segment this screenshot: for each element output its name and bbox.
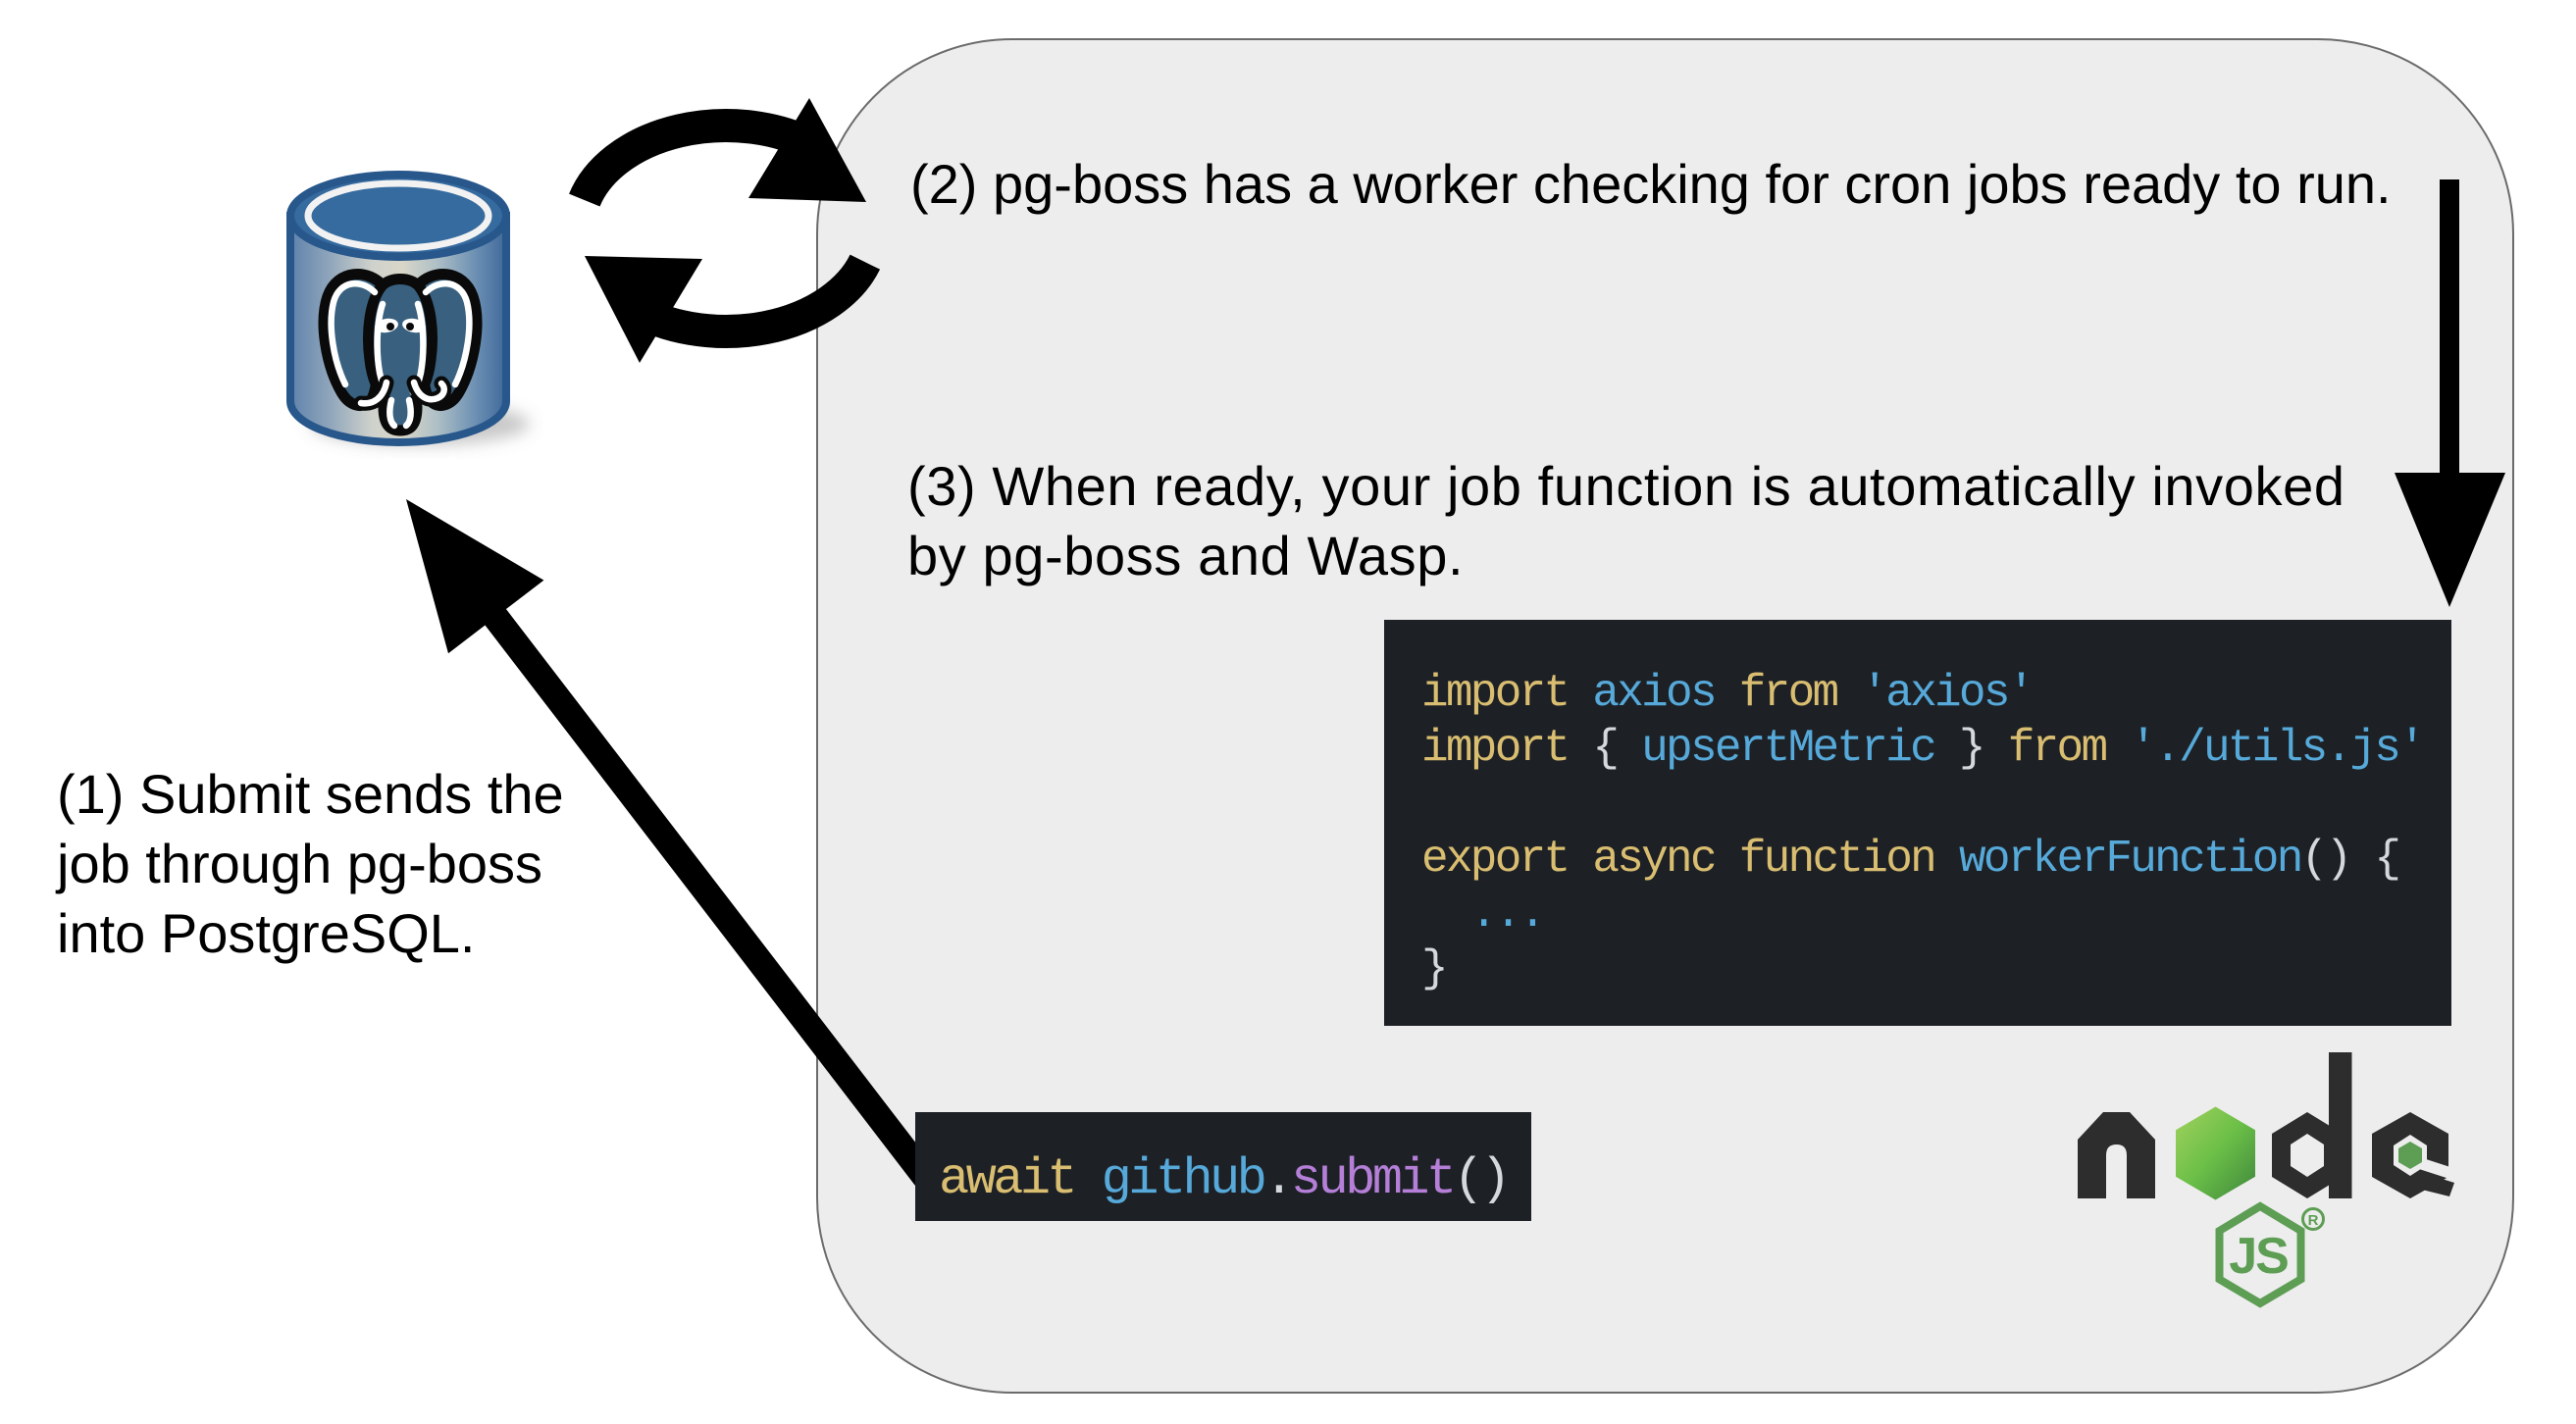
svg-text:R: R (2308, 1212, 2319, 1229)
svg-text:JS: JS (2229, 1228, 2288, 1285)
